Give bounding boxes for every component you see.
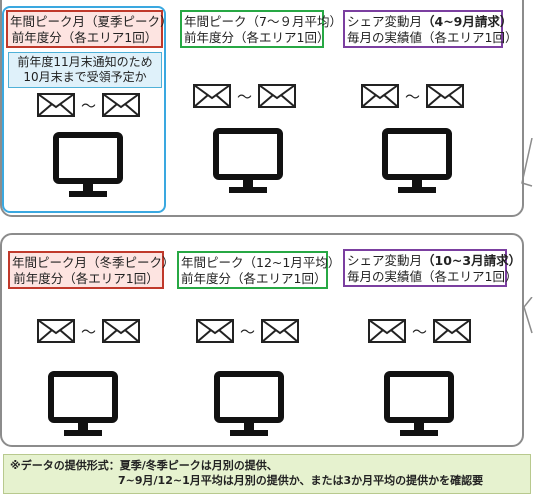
envelope-icon — [102, 93, 141, 117]
winter-peak-title: 年間ピーク月（冬季ピーク） — [12, 255, 175, 270]
winter-share-envelopes: ～ — [368, 319, 472, 343]
summer-peak-title: 年間ピーク月（夏季ピーク） — [10, 14, 173, 29]
summer-share-label: シェア変動月（4~9月請求） 毎月の実績値（各エリア1回） — [343, 10, 518, 48]
summer-share-subtitle: 毎月の実績値（各エリア1回） — [347, 29, 518, 45]
range-tilde: ～ — [237, 87, 253, 106]
summer-peak-subtitle: 前年度分（各エリア1回） — [11, 29, 158, 45]
arrow-fragment — [521, 138, 533, 187]
summer-average-label: 年間ピーク（7～９月平均） 前年度分（各エリア1回） — [180, 10, 342, 48]
envelope-icon — [102, 319, 141, 343]
envelope-icon — [37, 319, 75, 343]
summer-peak-label: 年間ピーク月（夏季ピーク） 前年度分（各エリア1回） — [6, 10, 173, 48]
range-tilde: ～ — [405, 87, 421, 106]
receipt-note-line2: 10月末まで受領予定か — [23, 70, 147, 84]
envelope-icon — [368, 319, 406, 343]
monitor-icon — [48, 371, 118, 436]
monitor-icon — [382, 128, 452, 193]
envelope-icon — [261, 319, 300, 343]
envelope-icon — [258, 84, 297, 108]
winter-peak-subtitle: 前年度分（各エリア1回） — [13, 270, 159, 286]
winter-average-envelopes: ～ — [196, 319, 300, 343]
range-tilde: ～ — [412, 322, 428, 341]
envelope-icon — [37, 93, 75, 117]
envelope-icon — [433, 319, 472, 343]
monitor-icon — [384, 371, 454, 436]
winter-peak-envelopes: ～ — [37, 319, 141, 343]
envelope-icon — [361, 84, 399, 108]
winter-average-subtitle: 前年度分（各エリア1回） — [181, 270, 327, 286]
envelope-icon — [196, 319, 234, 343]
summer-average-title: 年間ピーク（7～９月平均） — [184, 14, 342, 29]
data-format-footnote: ※データの提供形式：夏季/冬季ピークは月別の提供、 7~9月/12~1月平均は月… — [3, 454, 531, 494]
footnote-line1: ※データの提供形式：夏季/冬季ピークは月別の提供、 — [10, 459, 278, 472]
winter-average-title: 年間ピーク（12~1月平均） — [181, 255, 341, 270]
summer-average-envelopes: ～ — [193, 84, 297, 108]
summer-peak-envelopes: ～ — [37, 93, 141, 117]
arrow-fragment — [523, 297, 533, 334]
summer-average-subtitle: 前年度分（各エリア1回） — [184, 29, 330, 45]
winter-share-label: シェア変動月（10~3月請求） 毎月の実績値（各エリア1回） — [343, 249, 522, 287]
range-tilde: ～ — [81, 322, 97, 341]
winter-peak-label: 年間ピーク月（冬季ピーク） 前年度分（各エリア1回） — [8, 251, 175, 289]
winter-average-label: 年間ピーク（12~1月平均） 前年度分（各エリア1回） — [177, 251, 341, 289]
receipt-note-line1: 前年度11月末通知のため — [17, 55, 153, 69]
footnote-line2: 7~9月/12~1月平均は月別の提供か、または3か月平均の提供かを確認要 — [118, 474, 484, 487]
monitor-icon — [213, 128, 283, 193]
summer-share-title: シェア変動月（4~9月請求） — [347, 14, 513, 29]
range-tilde: ～ — [240, 322, 256, 341]
receipt-note: 前年度11月末通知のため 10月末まで受領予定か — [8, 52, 162, 88]
envelope-icon — [193, 84, 231, 108]
summer-share-envelopes: ～ — [361, 84, 465, 108]
summer-peak-highlight — [2, 6, 166, 213]
winter-share-subtitle: 毎月の実績値（各エリア1回） — [347, 268, 518, 284]
winter-share-title: シェア変動月（10~3月請求） — [347, 253, 522, 268]
monitor-icon — [214, 371, 284, 436]
monitor-icon — [53, 132, 123, 197]
envelope-icon — [426, 84, 465, 108]
range-tilde: ～ — [81, 96, 97, 115]
